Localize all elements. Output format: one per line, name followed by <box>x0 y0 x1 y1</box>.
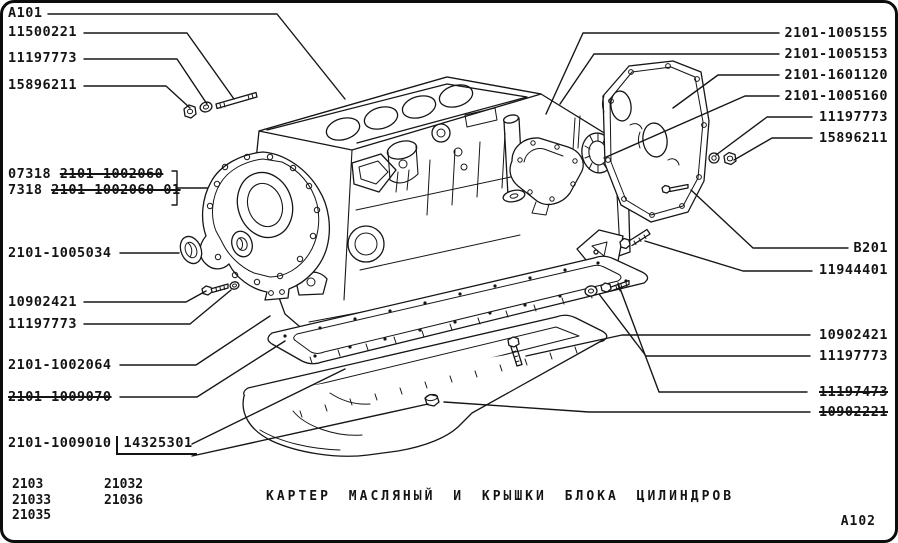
model-codes: 2103 21033 21035 21032 21036 <box>12 477 143 524</box>
part-label-2101-1005160: 2101-1005160 <box>784 88 888 104</box>
variant-prefix-1: 07318 <box>8 166 52 182</box>
oil-pan-bolt <box>507 336 523 367</box>
cover-bolt-washer <box>201 281 240 296</box>
figure-ref-b201: B201 <box>853 240 888 256</box>
part-label-2101-1005153: 2101-1005153 <box>784 46 888 62</box>
rear-seal-holder <box>509 137 584 216</box>
timing-cover <box>199 151 330 301</box>
part-label-10902421-right: 10902421 <box>818 327 888 343</box>
part-label-15896211-top: 15896211 <box>8 77 78 93</box>
part-label-10902421-left: 10902421 <box>8 294 78 310</box>
variant-part-1: 2101-1002060 <box>59 166 164 182</box>
part-label-10902221: 10902221 <box>818 404 888 420</box>
part-label-11197773-left: 11197773 <box>8 316 78 332</box>
front-crankshaft-seal <box>179 235 203 265</box>
part-label-2101-1009070: 2101-1009070 <box>8 389 112 405</box>
model-code: 21033 <box>12 492 52 508</box>
part-label-11500221: 11500221 <box>8 24 78 40</box>
part-label-15896211-right: 15896211 <box>818 130 888 146</box>
oil-pan-gasket <box>267 255 649 365</box>
stud-washer-nut-group <box>183 91 258 119</box>
lower-bolt-washer <box>584 279 630 297</box>
part-label-oil-pan-row: 2101-1009010 14325301 <box>8 436 197 455</box>
plate-washer-nut <box>708 151 737 166</box>
part-label-2101-1005034: 2101-1005034 <box>8 245 112 261</box>
part-label-11197773-top: 11197773 <box>8 50 78 66</box>
figure-ref-a102: A102 <box>840 514 876 529</box>
part-label-cover-variants: 07318 2101-1002060 7318 2101-1002060-01 <box>8 166 181 198</box>
part-label-11197473: 11197473 <box>818 384 888 400</box>
part-label-14325301: 14325301 <box>115 436 197 455</box>
model-code: 21032 <box>104 477 144 492</box>
part-label-11944401: 11944401 <box>818 262 888 278</box>
part-label-2101-1601120: 2101-1601120 <box>784 67 888 83</box>
part-label-11197773-bottom: 11197773 <box>818 348 888 364</box>
part-label-11197773-right: 11197773 <box>818 109 888 125</box>
part-label-2101-1009010: 2101-1009010 <box>8 435 112 451</box>
seal-holder-bolt <box>619 228 651 250</box>
crankshaft-rear-end <box>502 114 526 203</box>
rear-cover-plate <box>602 60 710 223</box>
part-label-2101-1002064: 2101-1002064 <box>8 357 112 373</box>
figure-ref-a101: A101 <box>8 5 43 21</box>
model-code: 21035 <box>12 508 52 523</box>
variant-part-2: 2101-1002060-01 <box>51 182 181 198</box>
model-code: 21036 <box>104 492 144 508</box>
part-label-2101-1005155: 2101-1005155 <box>784 25 888 41</box>
model-code: 2103 <box>12 477 44 492</box>
figure-title: КАРТЕР МАСЛЯНЫЙ И КРЫШКИ БЛОКА ЦИЛИНДРОВ <box>266 489 735 504</box>
leader-lines <box>47 13 849 457</box>
variant-prefix-2: 7318 <box>8 182 43 198</box>
